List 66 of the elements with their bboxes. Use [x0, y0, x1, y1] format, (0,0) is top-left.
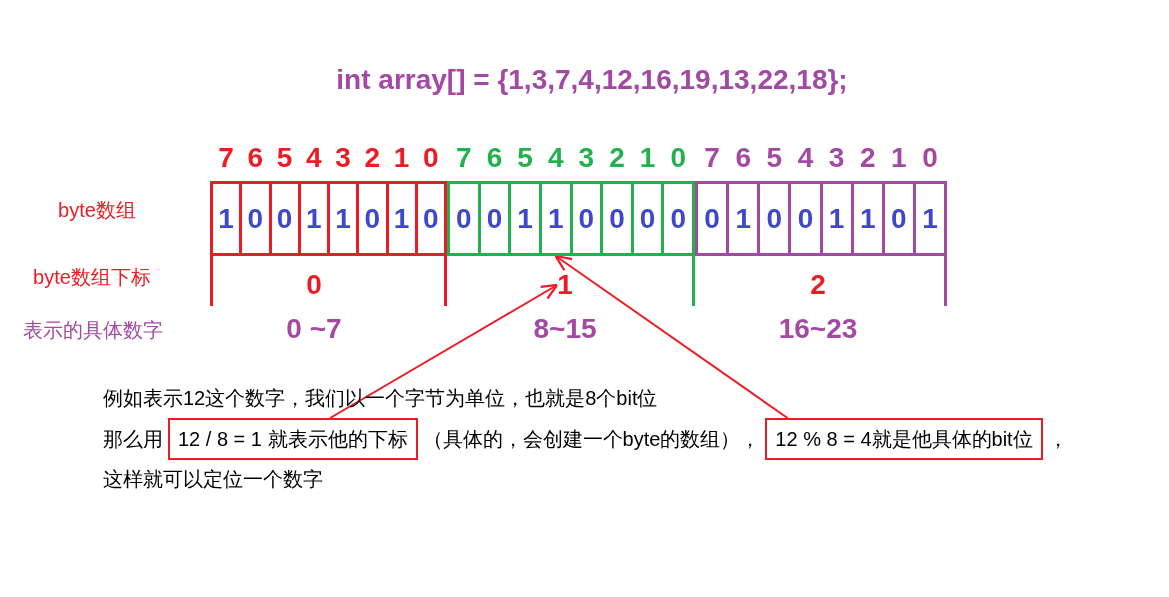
highlight-box: 12 % 8 = 4就是他具体的bit位: [765, 418, 1043, 460]
byte-index: 2: [810, 268, 826, 302]
bit-position-number: 2: [609, 141, 625, 175]
bit-value: 1: [828, 201, 845, 236]
bit-value: 0: [609, 201, 625, 236]
bit-value: 1: [393, 201, 410, 236]
bit-position-number: 1: [393, 141, 410, 175]
bit-position-number: 4: [797, 141, 814, 175]
number-range: 16~23: [778, 312, 858, 346]
bit-value: 0: [670, 201, 686, 236]
bit-value: 1: [547, 201, 564, 236]
body-text: 这样就可以定位一个数字: [103, 467, 323, 492]
bit-position-number: 5: [276, 141, 293, 175]
row-label: 表示的具体数字: [23, 318, 163, 343]
diagram-title: int array[] = {1,3,7,4,12,16,19,13,22,18};: [336, 63, 848, 97]
bit-position-number: 4: [547, 141, 564, 175]
bit-value: 0: [891, 201, 907, 236]
bit-value: 0: [766, 201, 783, 236]
bit-value: 1: [517, 201, 533, 236]
bit-value: 1: [735, 201, 751, 236]
number-range: 8~15: [533, 312, 597, 346]
bit-value: 0: [364, 201, 381, 236]
bit-value: 1: [922, 201, 938, 236]
arrow: [554, 254, 789, 419]
bit-value: 0: [578, 201, 595, 236]
bit-value: 0: [456, 201, 472, 236]
bit-value: 1: [218, 201, 234, 236]
bit-value: 0: [486, 201, 503, 236]
bit-value: 0: [276, 201, 293, 236]
bit-position-number: 1: [639, 141, 656, 175]
body-text: （具体的，会创建一个byte的数组），: [422, 427, 761, 452]
bit-position-number: 7: [704, 141, 720, 175]
highlight-box: 12 / 8 = 1 就表示他的下标: [168, 418, 418, 460]
bit-position-number: 4: [306, 141, 322, 175]
bit-position-number: 6: [486, 141, 503, 175]
number-range: 0 ~7: [286, 312, 342, 346]
bit-position-number: 3: [828, 141, 845, 175]
byte-index: 0: [306, 268, 322, 302]
bit-position-number: 5: [517, 141, 533, 175]
bit-position-number: 0: [423, 141, 439, 175]
bit-position-number: 0: [670, 141, 686, 175]
row-label: byte数组下标: [33, 265, 151, 290]
body-text: ，: [1047, 427, 1068, 452]
bit-position-number: 0: [922, 141, 938, 175]
body-text: 那么用: [103, 427, 163, 452]
byte-index: 1: [557, 268, 573, 302]
bit-position-number: 6: [735, 141, 751, 175]
bit-position-number: 6: [247, 141, 264, 175]
bit-value: 1: [859, 201, 876, 236]
bit-position-number: 3: [578, 141, 595, 175]
bit-value: 1: [335, 201, 351, 236]
bit-value: 0: [423, 201, 439, 236]
bit-value: 0: [639, 201, 656, 236]
bit-position-number: 7: [218, 141, 234, 175]
bit-position-number: 1: [891, 141, 907, 175]
bit-position-number: 7: [456, 141, 472, 175]
bit-value: 0: [247, 201, 264, 236]
bit-value: 0: [797, 201, 814, 236]
bit-position-number: 2: [859, 141, 876, 175]
bit-value: 1: [306, 201, 322, 236]
row-label: byte数组: [58, 198, 136, 223]
arrow: [329, 283, 559, 419]
bit-position-number: 3: [335, 141, 351, 175]
bit-position-number: 5: [766, 141, 783, 175]
bit-position-number: 2: [364, 141, 381, 175]
bit-value: 0: [704, 201, 720, 236]
